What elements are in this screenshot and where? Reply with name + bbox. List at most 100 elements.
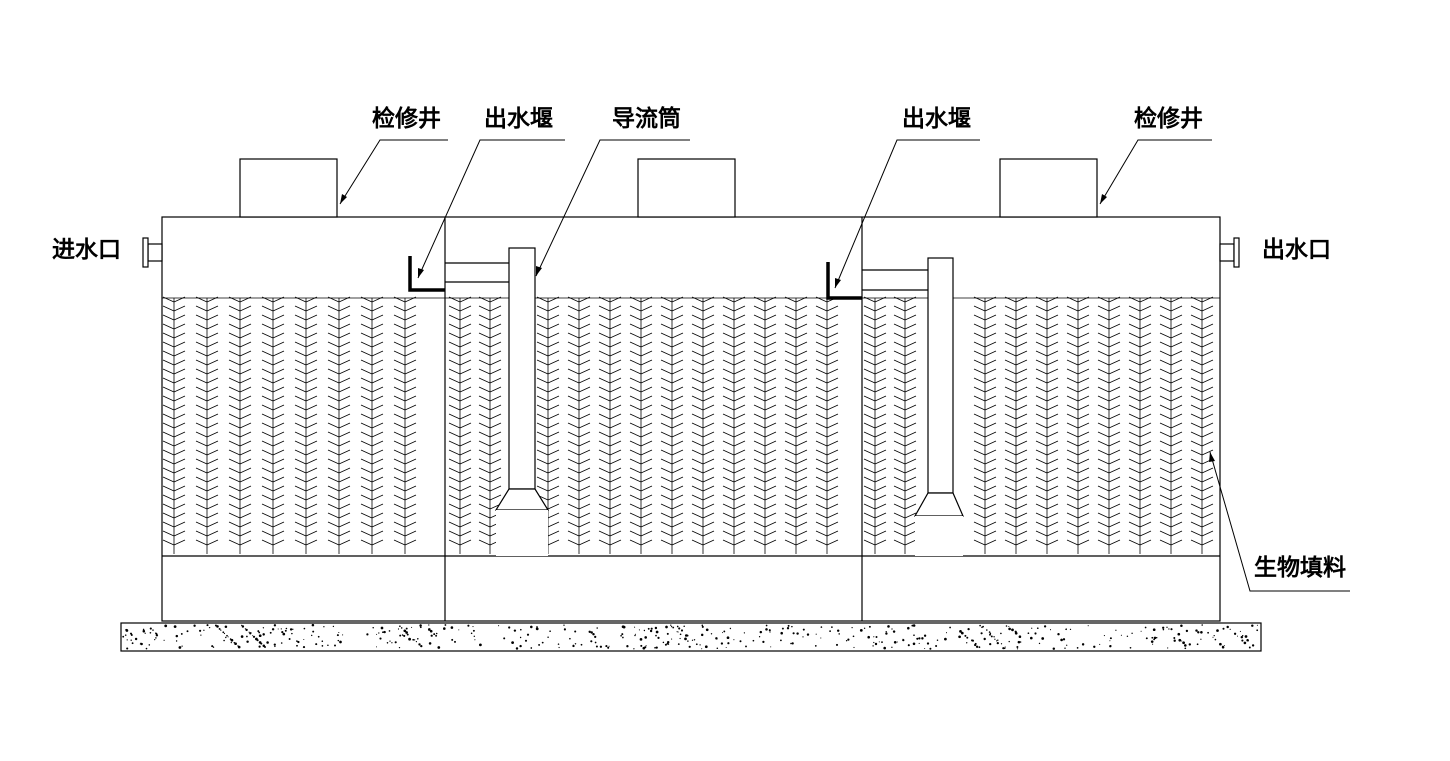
concrete-speckle xyxy=(769,631,771,633)
concrete-speckle xyxy=(155,634,159,637)
concrete-speckle xyxy=(144,632,146,634)
concrete-speckle xyxy=(454,640,456,643)
concrete-speckle xyxy=(417,638,419,640)
concrete-speckle xyxy=(672,626,675,629)
concrete-speckle xyxy=(428,642,432,645)
concrete-speckle xyxy=(244,628,247,630)
concrete-speckle xyxy=(470,632,473,635)
concrete-speckle xyxy=(654,647,656,649)
concrete-speckle xyxy=(246,635,248,638)
concrete-speckle xyxy=(1027,632,1030,635)
concrete-speckle xyxy=(1019,641,1022,643)
concrete-speckle xyxy=(1049,629,1052,631)
concrete-speckle xyxy=(1184,644,1187,647)
concrete-speckle xyxy=(530,625,533,629)
concrete-speckle xyxy=(907,644,910,647)
concrete-speckle xyxy=(437,646,441,649)
concrete-speckle xyxy=(280,628,282,630)
concrete-speckle xyxy=(1222,627,1225,630)
concrete-speckle xyxy=(716,647,719,650)
concrete-speckle xyxy=(980,632,983,635)
concrete-speckle xyxy=(1103,635,1105,637)
concrete-speckle xyxy=(526,633,530,636)
concrete-speckle xyxy=(1093,645,1096,648)
concrete-speckle xyxy=(1011,628,1014,632)
concrete-speckle xyxy=(990,635,993,638)
concrete-speckle xyxy=(983,637,986,641)
concrete-speckle xyxy=(815,633,817,635)
concrete-speckle xyxy=(752,639,755,642)
bio-media-brush xyxy=(1066,296,1090,555)
concrete-speckle xyxy=(271,628,275,631)
concrete-speckle xyxy=(224,625,228,629)
label-weir-right: 出水堰 xyxy=(902,106,971,132)
concrete-speckle xyxy=(655,634,657,637)
concrete-speckle xyxy=(676,625,679,628)
concrete-speckle xyxy=(303,638,305,641)
concrete-speckle xyxy=(780,631,783,635)
concrete-speckle xyxy=(820,637,822,639)
concrete-speckle xyxy=(605,645,608,648)
concrete-speckle xyxy=(569,637,571,640)
concrete-speckle xyxy=(225,636,227,639)
concrete-speckle xyxy=(626,645,629,648)
concrete-speckle xyxy=(1256,629,1259,632)
concrete-speckle xyxy=(1153,636,1157,640)
concrete-speckle xyxy=(677,631,679,633)
concrete-speckle xyxy=(474,639,476,641)
concrete-speckle xyxy=(796,632,799,635)
concrete-speckle xyxy=(524,639,528,642)
concrete-speckle xyxy=(891,628,893,630)
concrete-speckle xyxy=(1030,636,1033,640)
concrete-speckle xyxy=(695,643,698,646)
draft-tube-right xyxy=(913,257,964,556)
concrete-speckle xyxy=(273,643,276,646)
concrete-speckle xyxy=(388,630,391,632)
concrete-speckle xyxy=(639,638,643,641)
concrete-speckle xyxy=(397,628,400,630)
concrete-speckle xyxy=(1167,647,1169,649)
inlet-pipe xyxy=(142,237,163,268)
concrete-speckle xyxy=(212,646,215,648)
concrete-speckle xyxy=(1212,636,1214,638)
concrete-speckle xyxy=(666,640,670,644)
concrete-speckle xyxy=(645,645,647,647)
bio-media-brush xyxy=(753,296,777,555)
label-weir-left: 出水堰 xyxy=(484,106,553,132)
concrete-speckle xyxy=(399,625,401,628)
concrete-speckle xyxy=(126,639,128,641)
concrete-speckle xyxy=(1140,630,1142,632)
concrete-speckle xyxy=(154,638,156,641)
concrete-speckle xyxy=(935,644,938,648)
concrete-speckle xyxy=(223,639,225,642)
concrete-speckle xyxy=(640,644,643,647)
concrete-speckle xyxy=(1043,625,1047,628)
concrete-speckle xyxy=(124,634,127,636)
concrete-speckle xyxy=(303,627,306,630)
label-inlet: 进水口 xyxy=(52,237,121,263)
concrete-speckle xyxy=(558,646,560,649)
concrete-speckle xyxy=(1018,635,1022,638)
concrete-speckle xyxy=(670,624,672,626)
concrete-speckle xyxy=(1008,625,1010,628)
concrete-speckle xyxy=(1057,632,1060,636)
concrete-speckle xyxy=(829,630,831,632)
concrete-speckle xyxy=(288,638,291,640)
concrete-speckle xyxy=(237,645,241,649)
concrete-speckle xyxy=(264,646,266,648)
concrete-speckle xyxy=(781,627,784,630)
concrete-speckle xyxy=(768,629,771,632)
concrete-speckle xyxy=(394,641,397,644)
tank-body xyxy=(161,216,1221,622)
concrete-speckle xyxy=(693,639,696,641)
concrete-speckle xyxy=(638,629,640,631)
concrete-speckle xyxy=(342,634,344,636)
concrete-speckle xyxy=(398,646,401,649)
concrete-speckle xyxy=(230,638,234,642)
label-outlet: 出水口 xyxy=(1262,237,1331,263)
label-bio-media: 生物填料 xyxy=(1254,554,1346,581)
manhole-left xyxy=(239,158,338,218)
concrete-speckle xyxy=(874,642,878,646)
concrete-speckle xyxy=(148,644,151,646)
concrete-speckle xyxy=(644,646,647,649)
